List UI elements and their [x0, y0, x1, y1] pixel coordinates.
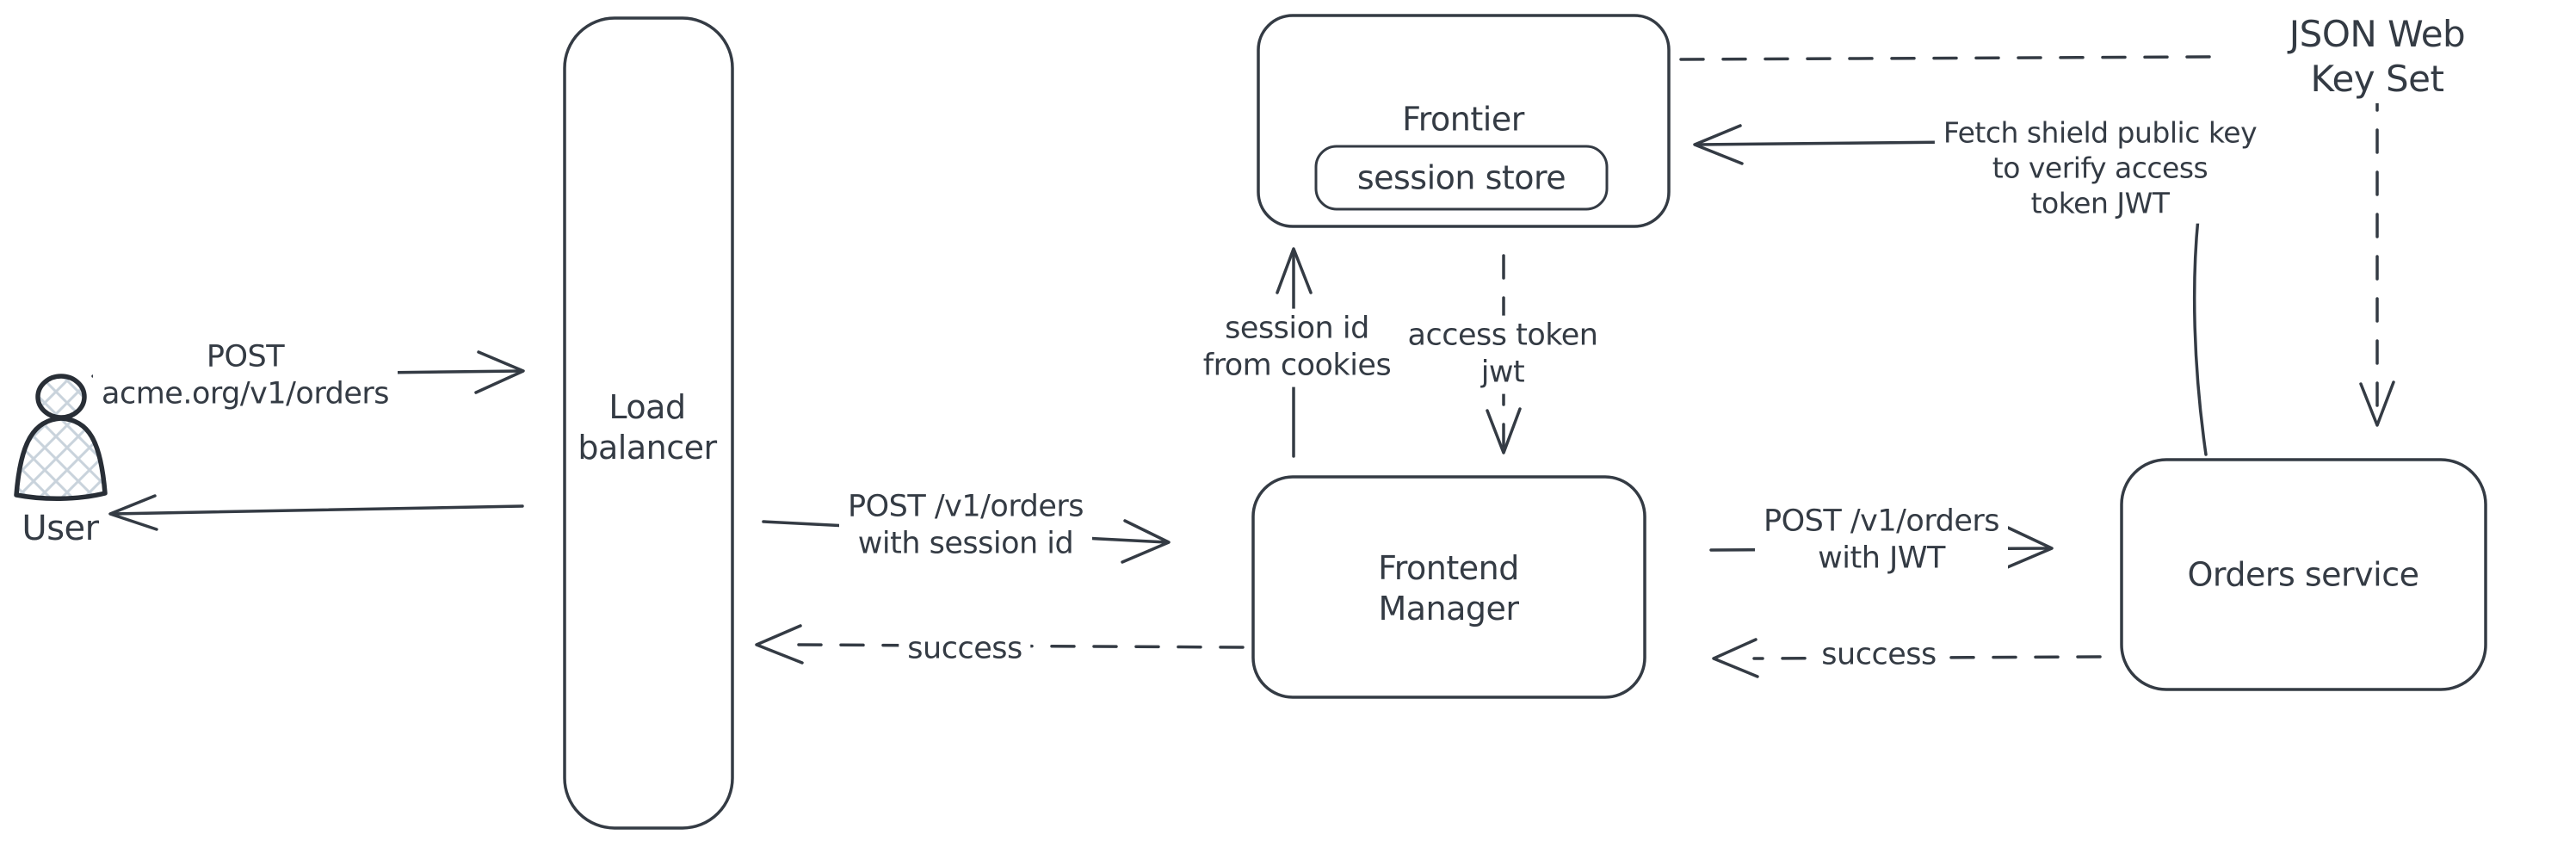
frontend-manager-box [1251, 475, 1646, 699]
edge-frontier-to-jwks-line [1679, 55, 2221, 61]
edge-lb-to-user-arrowhead [108, 494, 158, 531]
edge-label-fetch-public-key: Fetch shield public key to verify access… [1934, 114, 2266, 224]
edge-label-lb-to-fm: POST /v1/orders with session id [838, 486, 1093, 566]
frontier-label: Frontier [1402, 100, 1524, 139]
user-icon [14, 374, 108, 502]
edge-orders-to-frontier-arrowhead [1693, 124, 1744, 165]
edge-label-session-id: session id from cookies [1194, 308, 1400, 387]
user-icon-head [35, 374, 87, 420]
edge-label-user-to-lb: POST acme.org/v1/orders [93, 337, 398, 416]
user-icon-body [14, 416, 108, 502]
frontend-manager-label: Frontend Manager [1378, 548, 1519, 628]
session-store-label: session store [1356, 158, 1566, 197]
edge-lb-to-user-line [110, 504, 524, 516]
edge-jwks-to-orders-arrowhead [2359, 380, 2395, 427]
orders-service-box [2120, 458, 2487, 691]
edge-user-to-lb-arrowhead [474, 350, 525, 394]
edge-label-fm-to-orders: POST /v1/orders with JWT [1754, 501, 2009, 580]
jwks-label: JSON Web Key Set [2277, 9, 2477, 104]
edge-label-orders-to-fm-success: success [1813, 634, 1945, 676]
session-store-box [1314, 145, 1609, 211]
edge-fm-to-frontier-arrowhead [1276, 247, 1313, 294]
edge-fm-to-lb-arrowhead [755, 624, 804, 665]
edge-label-fm-to-lb-success: success [899, 628, 1031, 670]
edge-orders-to-fm-arrowhead [1712, 638, 1759, 678]
edge-frontier-to-fm-arrowhead [1486, 407, 1522, 454]
edge-label-access-token: access token jwt [1399, 315, 1607, 394]
edge-fm-to-orders-arrowhead [2004, 526, 2054, 570]
edge-lb-to-fm-arrowhead [1121, 519, 1171, 564]
load-balancer-label: Load balancer [578, 387, 717, 467]
user-label: User [22, 509, 99, 549]
load-balancer-box [563, 16, 734, 830]
orders-service-label: Orders service [2187, 555, 2419, 594]
